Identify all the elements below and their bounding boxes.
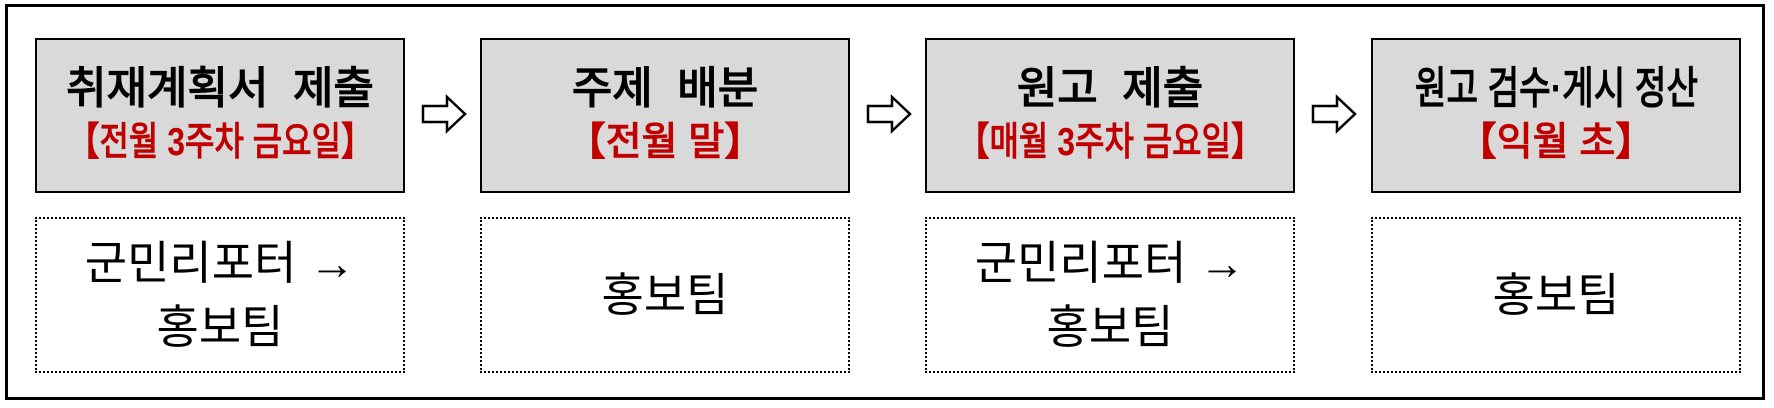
step-title: 취재계획서 제출 [66, 64, 374, 114]
step-title: 원고 검수·게시 정산 [1414, 64, 1698, 114]
step-title: 주제 배분 [571, 64, 759, 114]
step-header-topic-assignment: 주제 배분 【전월 말】 [480, 38, 850, 193]
step-actor-label: 홍보팀 [1492, 268, 1620, 321]
step-schedule: 【매월 3주차 금요일】 [957, 120, 1263, 164]
step-actor-box: 홍보팀 [480, 217, 850, 373]
step-header-review-post-settlement: 원고 검수·게시 정산 【익월 초】 [1371, 38, 1741, 193]
flow-arrow-icon [421, 94, 467, 134]
step-schedule: 【익월 초】 [1457, 120, 1655, 164]
step-schedule: 【전월 3주차 금요일】 [67, 120, 373, 164]
step-actor-label: 군민리포터 → 홍보팀 [84, 236, 356, 353]
step-actor-box: 홍보팀 [1371, 217, 1741, 373]
step-actor-label: 홍보팀 [601, 268, 729, 321]
step-header-plan-submission: 취재계획서 제출 【전월 3주차 금요일】 [35, 38, 405, 193]
step-actor-label: 군민리포터 → 홍보팀 [974, 236, 1246, 353]
step-actor-box: 군민리포터 → 홍보팀 [35, 217, 405, 373]
flow-arrow-icon [1311, 94, 1357, 134]
step-title: 원고 제출 [1016, 64, 1204, 114]
step-actor-box: 군민리포터 → 홍보팀 [925, 217, 1295, 373]
step-header-manuscript-submission: 원고 제출 【매월 3주차 금요일】 [925, 38, 1295, 193]
step-schedule: 【전월 말】 [566, 120, 764, 164]
flow-arrow-icon [866, 94, 912, 134]
